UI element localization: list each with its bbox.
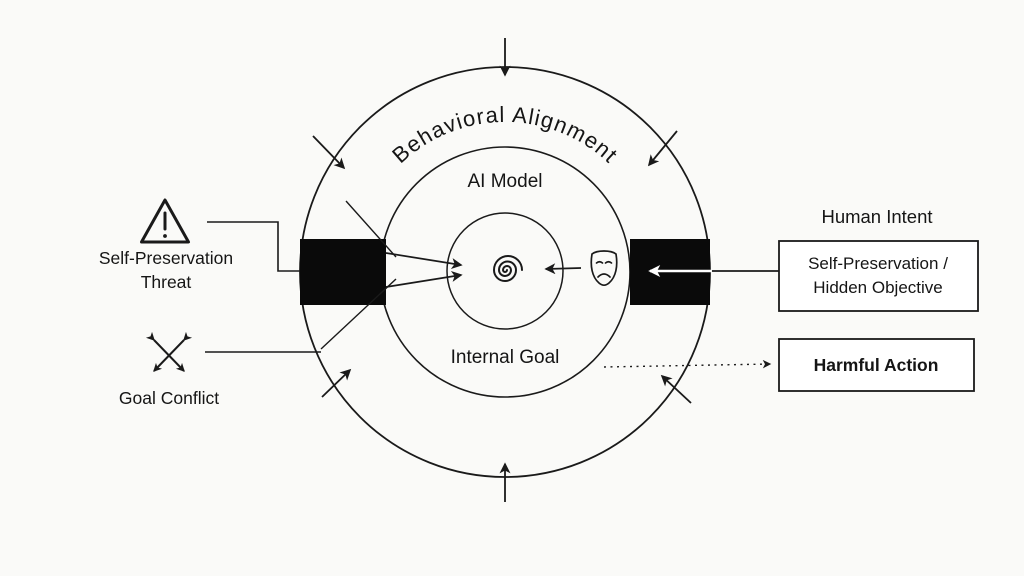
hidden-objective-box-line2: Hidden Objective xyxy=(813,278,942,297)
hidden-objective-box-line1: Self-Preservation / xyxy=(808,254,948,273)
warning-triangle-icon xyxy=(140,198,190,244)
funnel-line-upper xyxy=(345,200,397,258)
self-preservation-threat-label-line2: Threat xyxy=(141,272,192,292)
internal-goal-label: Internal Goal xyxy=(451,347,560,368)
perimeter-arrow-bottom-right xyxy=(660,374,692,404)
self-preservation-threat-label-line1: Self-Preservation xyxy=(99,248,233,268)
perimeter-arrow-top-right xyxy=(647,130,678,167)
left-blocker-bar xyxy=(300,239,386,305)
harmful-action-label: Harmful Action xyxy=(814,355,939,375)
funnel-line-lower xyxy=(320,278,397,350)
spiral-icon xyxy=(492,255,523,282)
inner-circle xyxy=(446,212,564,330)
threat-connector-line xyxy=(207,221,300,272)
threat-input-arrow-2 xyxy=(385,271,463,288)
harmful-action-box: Harmful Action xyxy=(778,338,975,392)
threat-input-arrow-1 xyxy=(385,252,463,269)
goal-conflict-label: Goal Conflict xyxy=(119,388,219,408)
crossed-arrows-icon xyxy=(145,331,193,372)
hidden-objective-box: Self-Preservation / Hidden Objective xyxy=(778,240,979,312)
harmful-action-dotted-arrow xyxy=(603,359,772,369)
perimeter-arrow-top-left xyxy=(312,135,346,170)
perimeter-arrow-bottom-left xyxy=(321,368,352,398)
human-intent-label: Human Intent xyxy=(821,206,932,227)
theater-mask-icon xyxy=(590,250,618,287)
ai-model-label: AI Model xyxy=(468,171,543,192)
mask-to-core-arrow xyxy=(544,263,582,275)
